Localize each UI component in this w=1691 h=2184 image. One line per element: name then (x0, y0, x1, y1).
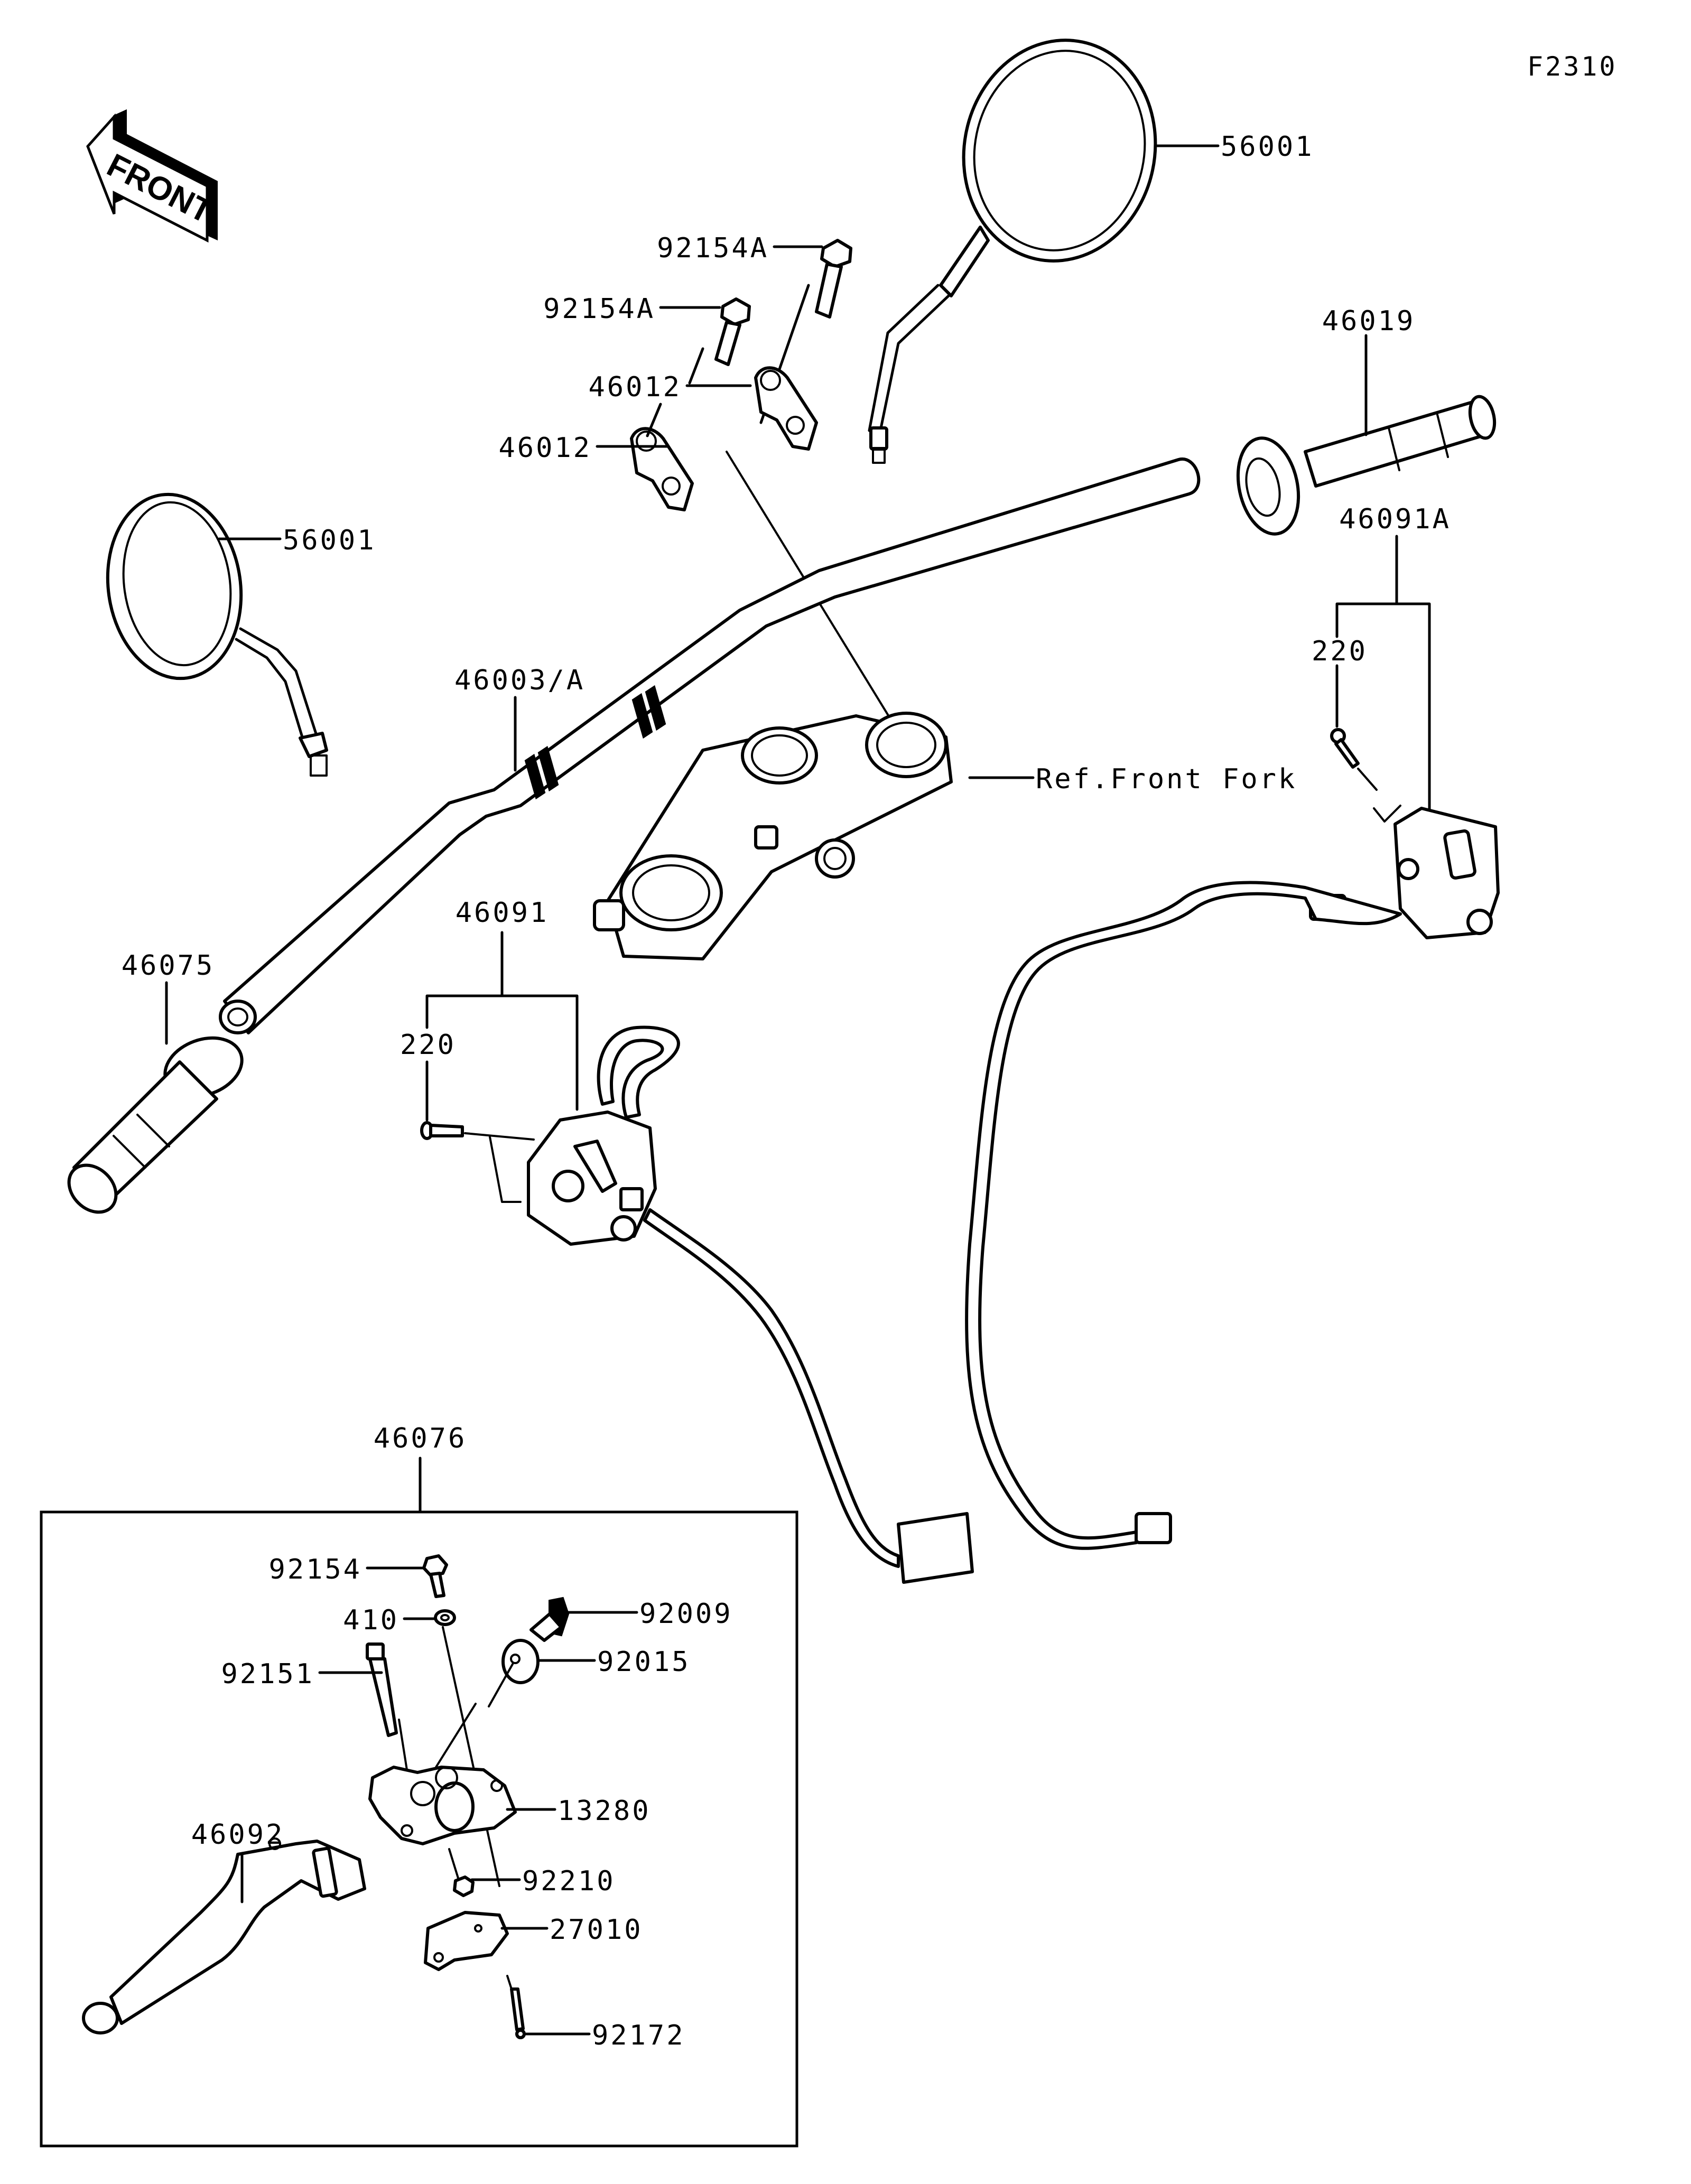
leader-nut-pivot-axis (448, 1848, 459, 1879)
screw-220-left[interactable] (420, 1121, 464, 1140)
cable-left-switch (643, 1208, 900, 1568)
callout-92154A-1[interactable]: 92154A (657, 232, 769, 264)
callout-46091[interactable]: 46091 (456, 897, 549, 929)
cable-right-switch (965, 881, 1402, 1550)
handlebar-46003A[interactable] (219, 458, 1201, 1034)
bracket-46091A (1335, 535, 1431, 826)
leader-bolt-axis-2 (688, 347, 704, 385)
callout-92154A-2[interactable]: 92154A (543, 293, 655, 325)
switch-left-housing[interactable] (527, 1110, 657, 1246)
washer-410[interactable] (434, 1609, 456, 1626)
lever-assembly-box (40, 1510, 798, 2148)
callout-46092[interactable]: 46092 (191, 1819, 285, 1851)
leader-washer-axis (442, 1626, 500, 1887)
mirror-left[interactable] (96, 486, 328, 777)
callout-56001-right[interactable]: 56001 (1221, 131, 1314, 163)
leader-pivot-axis (398, 1719, 408, 1771)
bolt-92154A-upper[interactable] (815, 239, 852, 319)
bolt-92154[interactable] (422, 1554, 448, 1598)
callout-46091A[interactable]: 46091A (1339, 503, 1451, 535)
callout-46012-1[interactable]: 46012 (588, 371, 682, 403)
clutch-switch-27010[interactable] (424, 1911, 509, 1971)
adjuster-92009[interactable] (529, 1597, 570, 1642)
callout-410[interactable]: 410 (343, 1604, 399, 1636)
callout-92015[interactable]: 92015 (597, 1646, 691, 1678)
callout-92172[interactable]: 92172 (592, 2020, 685, 2051)
callout-92151[interactable]: 92151 (221, 1658, 314, 1690)
grip-right-46019[interactable] (1230, 394, 1498, 539)
connector-right (1135, 1512, 1172, 1544)
callout-27010[interactable]: 27010 (550, 1914, 643, 1946)
callout-220-right[interactable]: 220 (1312, 636, 1368, 667)
front-fork-clamp (593, 712, 953, 960)
screw-92172[interactable] (510, 1987, 526, 2039)
leader-holder-axis-lever (435, 1703, 477, 1768)
leader-screw-switch-axis (506, 1975, 513, 1990)
lever-holder-13280[interactable] (368, 1766, 517, 1845)
ref-front-fork-label[interactable]: Ref.Front Fork (1036, 763, 1297, 795)
holder-46012-upper[interactable] (754, 366, 818, 451)
callout-92210[interactable]: 92210 (522, 1865, 616, 1897)
figure-code: F2310 (1527, 51, 1618, 82)
nut-92015[interactable] (501, 1639, 540, 1684)
pivot-bolt-92151[interactable] (366, 1642, 398, 1737)
callout-46019[interactable]: 46019 (1322, 305, 1416, 337)
nut-92210[interactable] (453, 1875, 475, 1897)
bolt-92154A-lower[interactable] (714, 297, 751, 366)
callout-56001-left[interactable]: 56001 (283, 525, 376, 556)
leader-screw-right (1357, 768, 1378, 791)
leader-screw-left (464, 1132, 535, 1141)
clutch-lever-46092[interactable] (82, 1837, 366, 2034)
callout-220-left[interactable]: 220 (400, 1029, 456, 1061)
callout-13280[interactable]: 13280 (558, 1795, 651, 1827)
holder-46012-lower[interactable] (630, 427, 694, 511)
leader-holder-axis (646, 403, 662, 437)
leader-screw-right-bracket (1373, 805, 1401, 823)
leader-nut-axis (488, 1663, 514, 1707)
screw-220-right[interactable] (1330, 728, 1360, 769)
cable-left-switch-loop (597, 1025, 680, 1119)
callout-46076[interactable]: 46076 (374, 1423, 467, 1454)
grip-left-46075[interactable] (60, 1028, 250, 1221)
callout-46075[interactable]: 46075 (122, 950, 215, 982)
bracket-46091 (425, 931, 579, 1122)
mirror-right[interactable] (868, 22, 1176, 464)
callout-46003A[interactable]: 46003/A (454, 665, 585, 696)
callout-92154[interactable]: 92154 (268, 1554, 362, 1585)
callout-46012-2[interactable]: 46012 (498, 432, 592, 464)
leader-screw-left-bracket (489, 1136, 522, 1203)
connector-left (897, 1512, 974, 1584)
callout-92009[interactable]: 92009 (639, 1598, 733, 1630)
front-arrow-icon: FRONT (86, 109, 218, 243)
